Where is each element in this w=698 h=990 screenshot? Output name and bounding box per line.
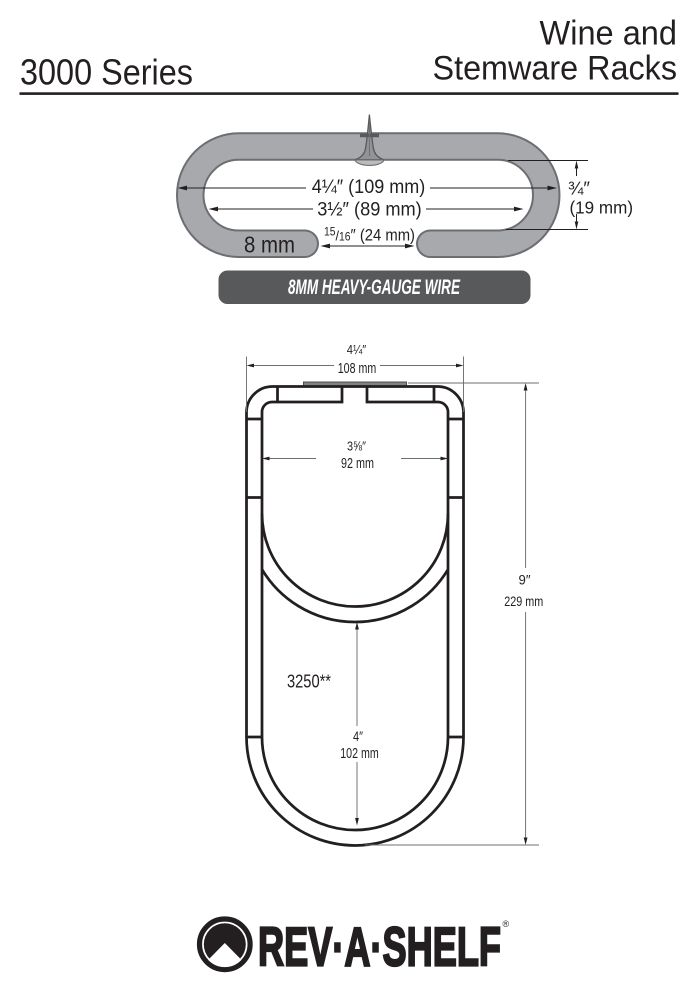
svg-text:229 mm: 229 mm <box>504 593 543 609</box>
svg-text:®: ® <box>503 919 510 929</box>
svg-text:8MM HEAVY-GAUGE WIRE: 8MM HEAVY-GAUGE WIRE <box>288 276 461 299</box>
svg-text:¾″: ¾″ <box>568 178 590 199</box>
svg-text:REV·A·SHELF: REV·A·SHELF <box>258 916 501 978</box>
svg-text:Wine and: Wine and <box>540 15 678 53</box>
svg-text:108 mm: 108 mm <box>338 361 377 377</box>
svg-text:15/16″ (24 mm): 15/16″ (24 mm) <box>324 227 415 245</box>
svg-text:3½″ (89 mm): 3½″ (89 mm) <box>317 199 422 221</box>
svg-text:(19 mm): (19 mm) <box>570 198 634 218</box>
svg-text:4″: 4″ <box>353 729 363 744</box>
svg-text:92 mm: 92 mm <box>341 456 374 472</box>
svg-text:4¼″ (109 mm): 4¼″ (109 mm) <box>312 176 426 198</box>
svg-text:9″: 9″ <box>519 573 531 588</box>
svg-text:4¼″: 4¼″ <box>347 342 367 357</box>
svg-text:Stemware Racks: Stemware Racks <box>433 50 678 88</box>
svg-text:3000 Series: 3000 Series <box>20 52 193 93</box>
svg-text:3250**: 3250** <box>287 671 331 692</box>
svg-text:3⅝″: 3⅝″ <box>347 440 366 454</box>
svg-text:102 mm: 102 mm <box>340 746 379 762</box>
svg-text:8 mm: 8 mm <box>244 232 295 258</box>
